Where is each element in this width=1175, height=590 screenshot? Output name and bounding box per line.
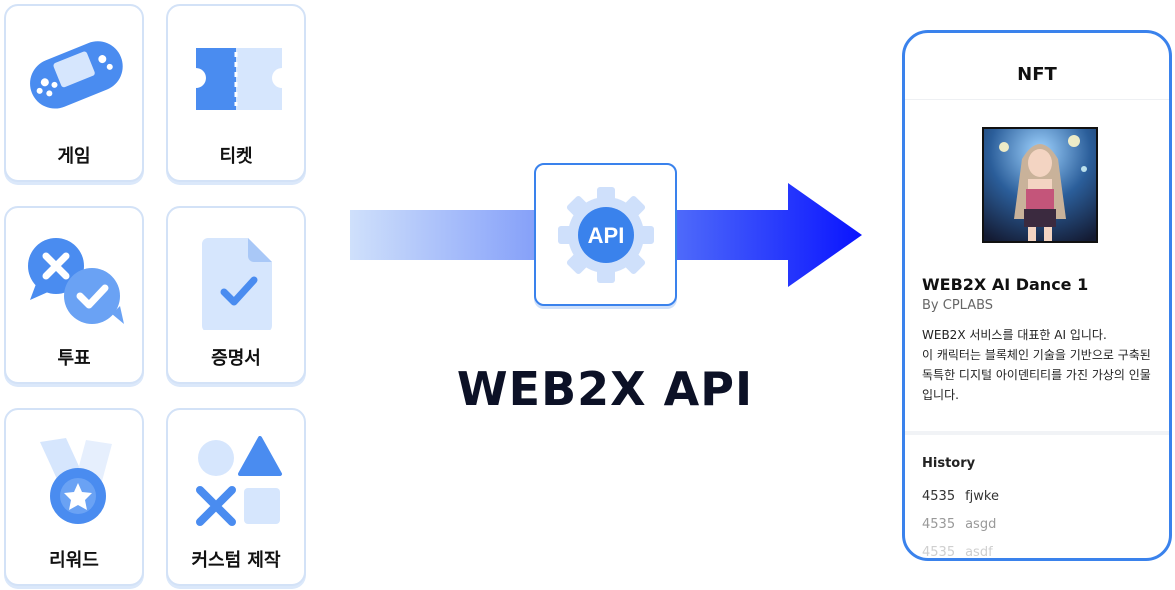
gear-icon: API: [558, 187, 654, 283]
nft-description-line: WEB2X 서비스를 대표한 AI 입니다.: [922, 328, 1107, 342]
api-title: WEB2X API: [456, 362, 754, 416]
tile-label: 커스텀 제작: [191, 550, 281, 571]
tile-game[interactable]: 게임: [4, 4, 144, 182]
api-box: API: [534, 163, 677, 306]
history-row: 4535 asdf: [922, 545, 1003, 560]
history-row: 4535 asgd: [922, 517, 1006, 532]
divider: [905, 431, 1169, 435]
history-name: fjwke: [965, 489, 999, 504]
tile-vote[interactable]: 투표: [4, 206, 144, 384]
tile-custom[interactable]: 커스텀 제작: [166, 408, 306, 586]
history-row: 4535 fjwke: [922, 489, 1009, 504]
history-name: asgd: [965, 517, 997, 532]
nft-description: WEB2X 서비스를 대표한 AI 입니다. 이 캐릭터는 블록체인 기술을 기…: [922, 325, 1166, 405]
nft-artwork: [984, 129, 1096, 241]
history-id: 4535: [922, 517, 956, 532]
game-controller-icon: [30, 41, 123, 109]
nft-card: NFT WEB2X AI Dance 1 By CPLABS: [902, 30, 1172, 561]
tile-label: 리워드: [49, 550, 99, 571]
tile-label: 증명서: [211, 348, 261, 369]
tile-label: 게임: [57, 146, 91, 167]
tile-ticket[interactable]: 티켓: [166, 4, 306, 182]
history-name: asdf: [965, 545, 993, 560]
history-title: History: [922, 456, 976, 471]
nft-description-line: 독특한 디지털 아이덴티티를 가진 가상의 인물: [922, 368, 1151, 382]
ticket-icon: [196, 48, 282, 110]
history-id: 4535: [922, 545, 956, 560]
nft-header: NFT: [905, 33, 1169, 100]
tile-certificate[interactable]: 증명서: [166, 206, 306, 384]
nft-name: WEB2X AI Dance 1: [922, 275, 1089, 294]
tile-reward[interactable]: 리워드: [4, 408, 144, 586]
api-badge-label: API: [588, 223, 625, 248]
nft-description-line: 입니다.: [922, 388, 959, 402]
tile-label: 투표: [57, 348, 91, 369]
history-id: 4535: [922, 489, 956, 504]
shapes-icon: [196, 436, 282, 526]
nft-description-line: 이 캐릭터는 블록체인 기술을 기반으로 구축된: [922, 348, 1151, 362]
vote-bubbles-icon: [28, 238, 124, 324]
nft-image[interactable]: [982, 127, 1098, 243]
certificate-icon: [202, 238, 272, 330]
medal-icon: [40, 438, 112, 524]
tile-label: 티켓: [219, 146, 253, 167]
nft-creator: By CPLABS: [922, 298, 994, 313]
